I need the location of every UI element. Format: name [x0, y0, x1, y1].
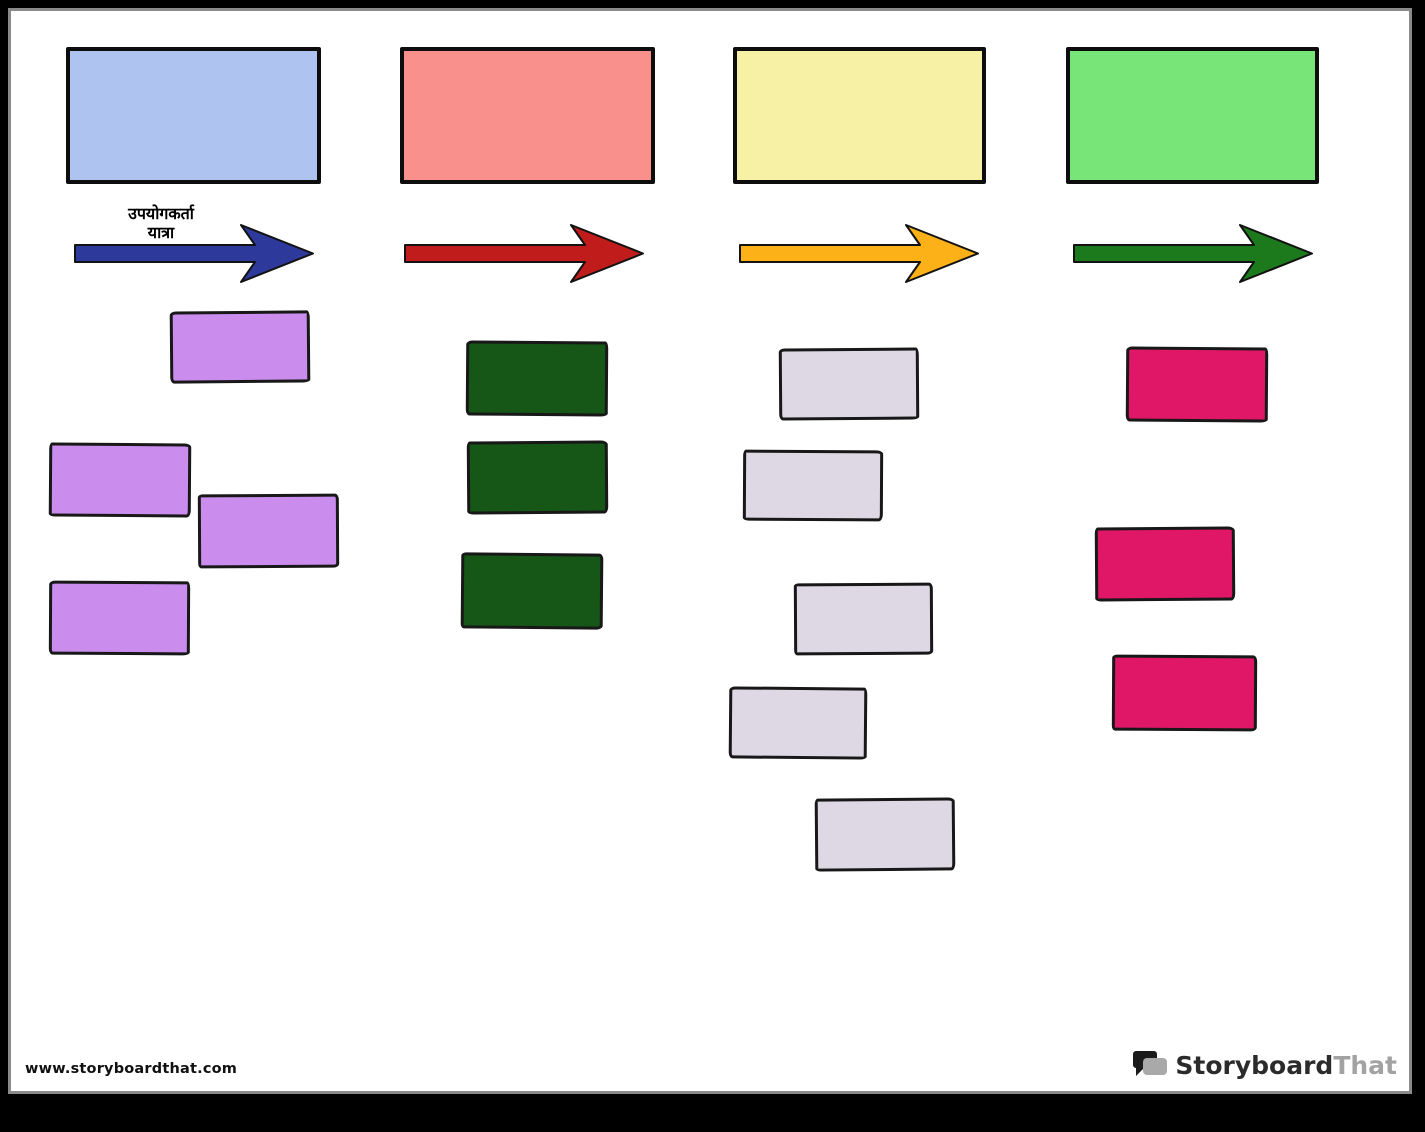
- sticky-note-rect[interactable]: [728, 686, 868, 760]
- sticky-note-rect[interactable]: [793, 582, 934, 656]
- sticky-note-rect[interactable]: [1125, 346, 1269, 423]
- sticky-note-rect[interactable]: [742, 449, 884, 522]
- sticky-note-rect[interactable]: [1111, 654, 1258, 732]
- sticky-note-rect[interactable]: [197, 493, 340, 569]
- journey-map-canvas: उपयोगकर्ता यात्रा www.storyboardthat.com…: [8, 8, 1412, 1094]
- site-url: www.storyboardthat.com: [25, 1061, 238, 1077]
- journey-title-line2: यात्रा: [147, 223, 175, 242]
- stage-header-rect-2[interactable]: [400, 47, 655, 184]
- sticky-note-rect[interactable]: [465, 340, 609, 417]
- journey-title: उपयोगकर्ता यात्रा: [81, 204, 241, 242]
- logo-text-that: That: [1333, 1051, 1397, 1080]
- storyboardthat-logo: StoryboardThat: [1132, 1050, 1397, 1081]
- stage-header-rect-3[interactable]: [733, 47, 986, 184]
- sticky-note-rect[interactable]: [48, 580, 191, 656]
- sticky-note-rect[interactable]: [48, 442, 192, 518]
- logo-text-storyboard: Storyboard: [1175, 1051, 1334, 1080]
- journey-map-content: उपयोगकर्ता यात्रा www.storyboardthat.com…: [11, 11, 1409, 1091]
- sticky-note-rect[interactable]: [460, 552, 604, 630]
- speech-bubbles-icon: [1133, 1051, 1168, 1076]
- sticky-note-rect[interactable]: [1094, 526, 1236, 602]
- sticky-note-rect[interactable]: [466, 440, 609, 515]
- sticky-note-rect[interactable]: [778, 347, 920, 421]
- logo-text: StoryboardThat: [1175, 1051, 1397, 1080]
- sticky-note-rect[interactable]: [814, 797, 956, 872]
- sticky-note-rect[interactable]: [169, 310, 311, 384]
- journey-arrow-2[interactable]: [403, 222, 645, 286]
- journey-arrow-3[interactable]: [738, 222, 980, 286]
- journey-title-line1: उपयोगकर्ता: [128, 204, 194, 223]
- journey-arrow-1[interactable]: [73, 222, 315, 286]
- journey-arrow-4[interactable]: [1072, 222, 1314, 286]
- stage-header-rect-4[interactable]: [1066, 47, 1319, 184]
- stage-header-rect-1[interactable]: [66, 47, 321, 184]
